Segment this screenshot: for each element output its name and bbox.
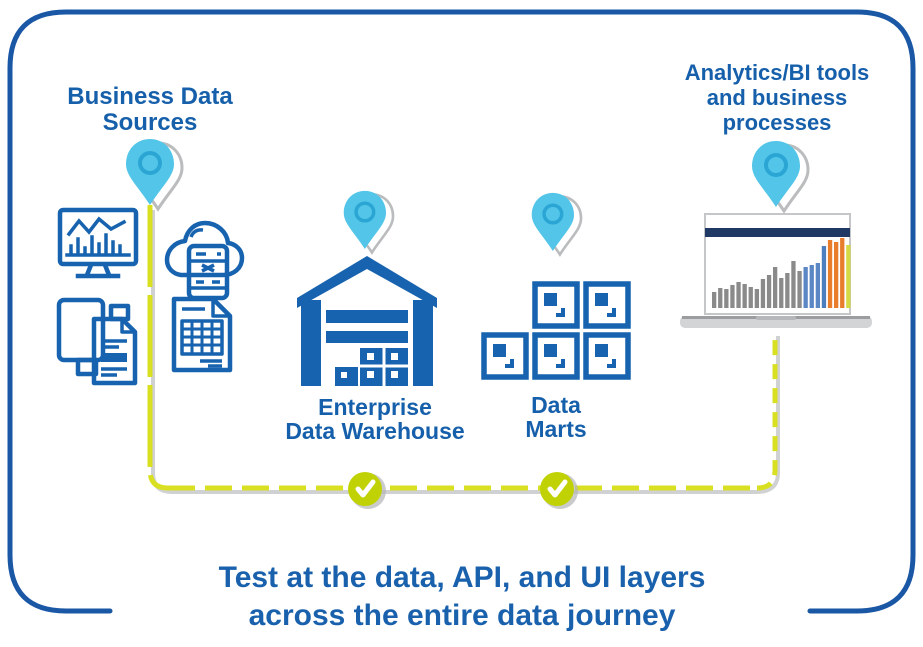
business-data-sources-label: Business Data Sources — [40, 84, 260, 136]
warehouse-icon — [297, 256, 437, 386]
flow-line-right — [756, 332, 778, 491]
data-marts-icon — [481, 281, 631, 380]
label-line: and business — [706, 85, 848, 110]
laptop-chart-bars — [712, 238, 851, 308]
chart-bar — [846, 245, 851, 308]
label-line: Data — [531, 392, 581, 418]
chart-bar — [742, 284, 747, 308]
label-line: Marts — [525, 416, 587, 442]
frame-border — [7, 9, 916, 614]
chart-bar — [724, 289, 729, 308]
chart-bar — [730, 285, 735, 308]
checkpoint-badge-2 — [540, 472, 578, 509]
chart-bar — [773, 267, 778, 308]
chart-bar — [748, 287, 753, 308]
chart-bar — [718, 288, 723, 308]
chart-bar — [785, 273, 790, 308]
chart-bar — [797, 271, 802, 308]
tagline-line: across the entire data journey — [248, 599, 676, 632]
chart-bar — [736, 282, 741, 308]
flow-line-shadow — [151, 210, 780, 494]
checkmark-icon — [547, 479, 568, 498]
tagline-line: Test at the data, API, and UI layers — [218, 561, 706, 594]
checkmark-icon — [355, 479, 376, 498]
label-line: Analytics/BI tools — [684, 60, 870, 85]
label-line: Business Data — [67, 83, 233, 110]
tagline: Test at the data, API, and UI layers acr… — [140, 559, 784, 635]
chart-bar — [809, 265, 814, 308]
chart-bar — [754, 289, 759, 308]
cloud-server-icon — [164, 220, 245, 301]
chart-bar — [712, 292, 717, 308]
chart-bar — [803, 267, 808, 308]
laptop-screen-header — [705, 228, 850, 237]
location-pin-analytics — [752, 141, 810, 214]
warehouse-crates — [335, 348, 408, 386]
location-pin-warehouse — [343, 190, 395, 255]
chart-bar — [791, 261, 796, 308]
chart-bar — [760, 279, 766, 308]
laptop-bar-chart-icon — [680, 213, 872, 328]
checkpoint-badge-1 — [348, 472, 386, 509]
monitor-chart-icon — [57, 207, 139, 279]
documents-icon — [56, 297, 138, 386]
spreadsheet-document-icon — [171, 296, 233, 373]
location-pin-data-marts — [531, 192, 583, 257]
flow-line-left — [147, 205, 169, 491]
chart-bar — [834, 242, 839, 308]
label-line: Sources — [102, 109, 198, 136]
chart-bar — [766, 275, 772, 308]
data-marts-label: Data Marts — [513, 393, 599, 441]
label-line: processes — [722, 110, 832, 135]
chart-bar — [779, 278, 784, 308]
label-line: Data Warehouse — [285, 418, 465, 444]
label-line: Enterprise — [318, 394, 432, 420]
chart-bar — [840, 238, 845, 308]
enterprise-data-warehouse-label: Enterprise Data Warehouse — [255, 395, 495, 443]
chart-bar — [821, 246, 827, 308]
location-pin-business-sources — [126, 139, 184, 212]
analytics-bi-label: Analytics/BI tools and business processe… — [662, 60, 892, 135]
chart-bar — [827, 240, 833, 308]
chart-bar — [815, 263, 820, 308]
